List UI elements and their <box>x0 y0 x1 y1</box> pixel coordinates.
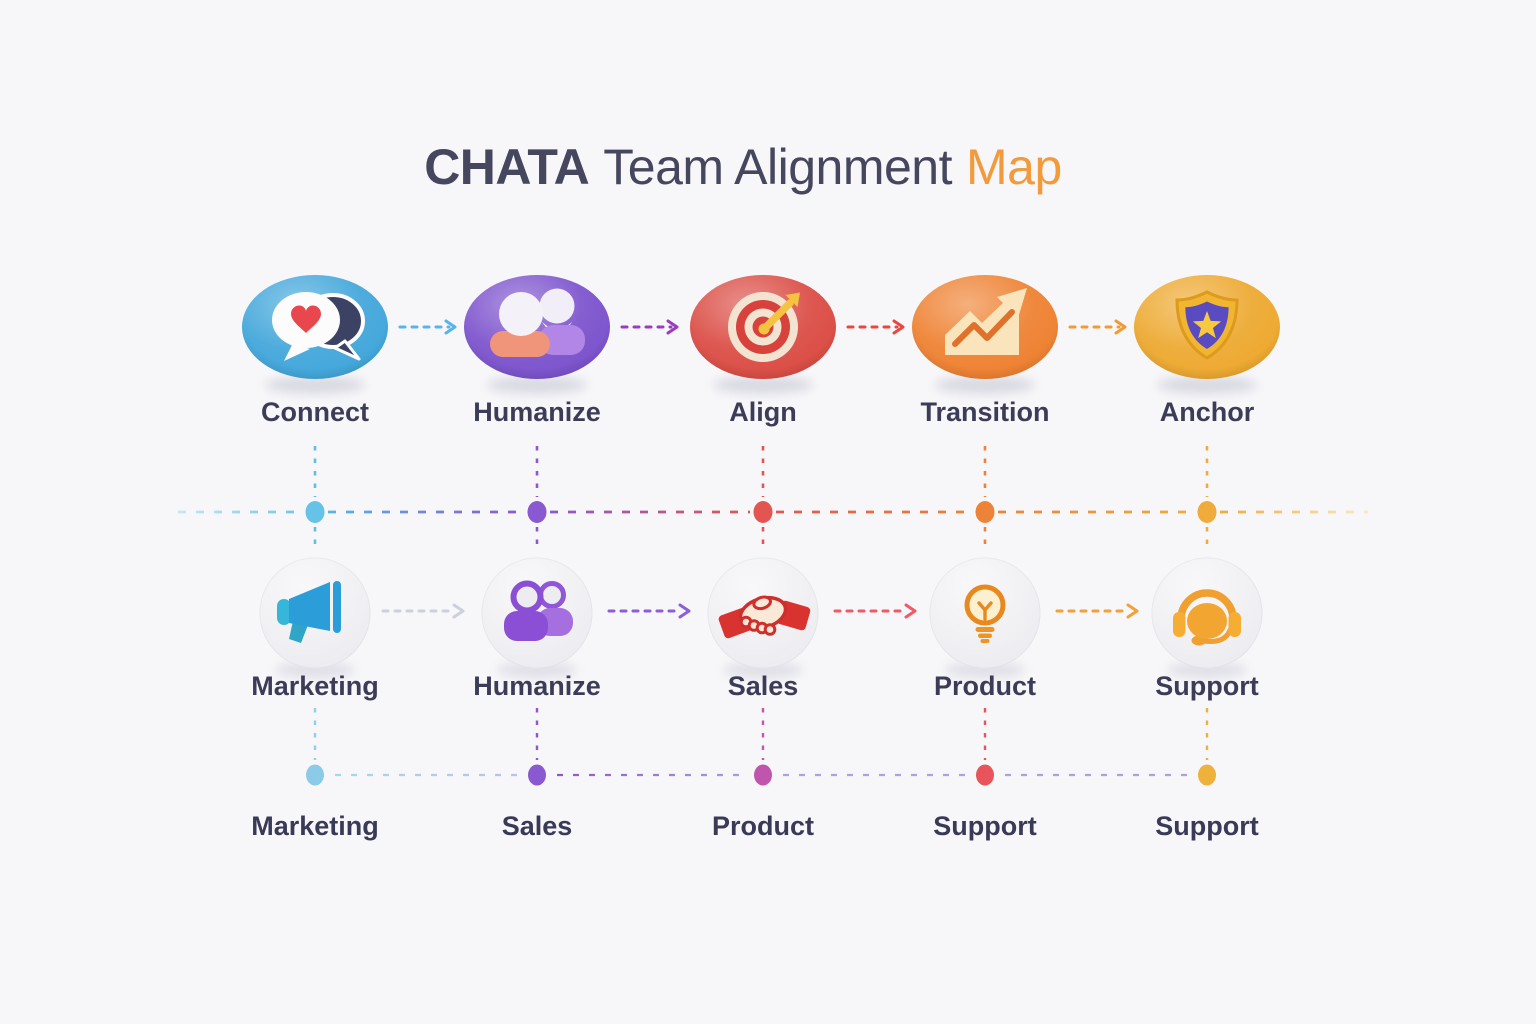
bottom-dot <box>754 764 772 786</box>
bottom-label-sales: Sales <box>501 811 573 841</box>
stage-node-anchor <box>1134 275 1280 379</box>
arrow-transition-anchor <box>1068 319 1127 335</box>
team-label-marketing: Marketing <box>251 671 379 701</box>
mid-dot <box>1197 501 1217 523</box>
target-arrow-icon <box>728 292 800 362</box>
bottom-label-support: Support <box>933 811 1037 841</box>
team-node-humanize <box>481 557 593 669</box>
stage-stems <box>313 446 1209 551</box>
arrow-connect-humanize <box>398 319 457 335</box>
bottom-label-support-2: Support <box>1155 811 1259 841</box>
arrow-humanize-align <box>620 319 679 335</box>
mid-dot <box>975 501 995 523</box>
team-arrows <box>381 603 1139 619</box>
stage-node-connect <box>242 275 388 379</box>
node-shadows <box>265 376 1257 678</box>
arrow-align-transition <box>846 319 905 335</box>
two-people-icon <box>490 288 585 357</box>
mid-dot <box>305 501 325 523</box>
handshake-icon <box>718 595 811 639</box>
team-node-sales <box>707 557 819 669</box>
bottom-stems <box>313 708 1209 760</box>
growth-chart-icon <box>945 288 1027 355</box>
lightbulb-icon <box>964 584 1006 643</box>
bottom-label-product: Product <box>711 811 814 841</box>
stage-label-connect: Connect <box>261 397 369 427</box>
megaphone-icon <box>277 581 341 643</box>
mid-dot <box>527 501 547 523</box>
team-label-support: Support <box>1155 671 1259 701</box>
title-accent: Map <box>966 139 1062 195</box>
stage-label-humanize: Humanize <box>473 397 601 427</box>
stage-label-transition: Transition <box>920 397 1050 427</box>
stage-label-anchor: Anchor <box>1159 397 1255 427</box>
bottom-label-marketing: Marketing <box>251 811 379 841</box>
bottom-dot <box>976 764 994 786</box>
team-node-support <box>1151 557 1263 669</box>
stage-arrows <box>398 319 1127 335</box>
stage-node-transition <box>912 275 1058 379</box>
speech-bubbles-heart-icon <box>272 292 365 361</box>
mid-dot <box>753 501 773 523</box>
title-brand: CHATA <box>424 139 590 195</box>
arrow-marketing-humanize <box>381 603 465 619</box>
arrow-product-support <box>1055 603 1139 619</box>
team-node-marketing <box>259 557 371 669</box>
arrow-sales-product <box>833 603 917 619</box>
mid-timeline-dots <box>305 501 1217 523</box>
two-people-outline-icon <box>504 580 573 641</box>
title-middle: Team Alignment <box>603 139 953 195</box>
bottom-dot <box>1198 764 1216 786</box>
bottom-dots <box>306 764 1216 786</box>
stage-label-align: Align <box>729 397 797 427</box>
bottom-dot <box>528 764 546 786</box>
team-label-humanize: Humanize <box>473 671 601 701</box>
stage-node-align <box>690 275 836 379</box>
bottom-dot <box>306 764 324 786</box>
shield-star-icon <box>1175 290 1239 360</box>
team-node-product <box>929 557 1041 669</box>
stage-node-humanize <box>464 275 610 379</box>
team-label-product: Product <box>933 671 1036 701</box>
team-label-sales: Sales <box>727 671 799 701</box>
arrow-humanize-sales <box>607 603 691 619</box>
headset-icon <box>1173 589 1241 646</box>
